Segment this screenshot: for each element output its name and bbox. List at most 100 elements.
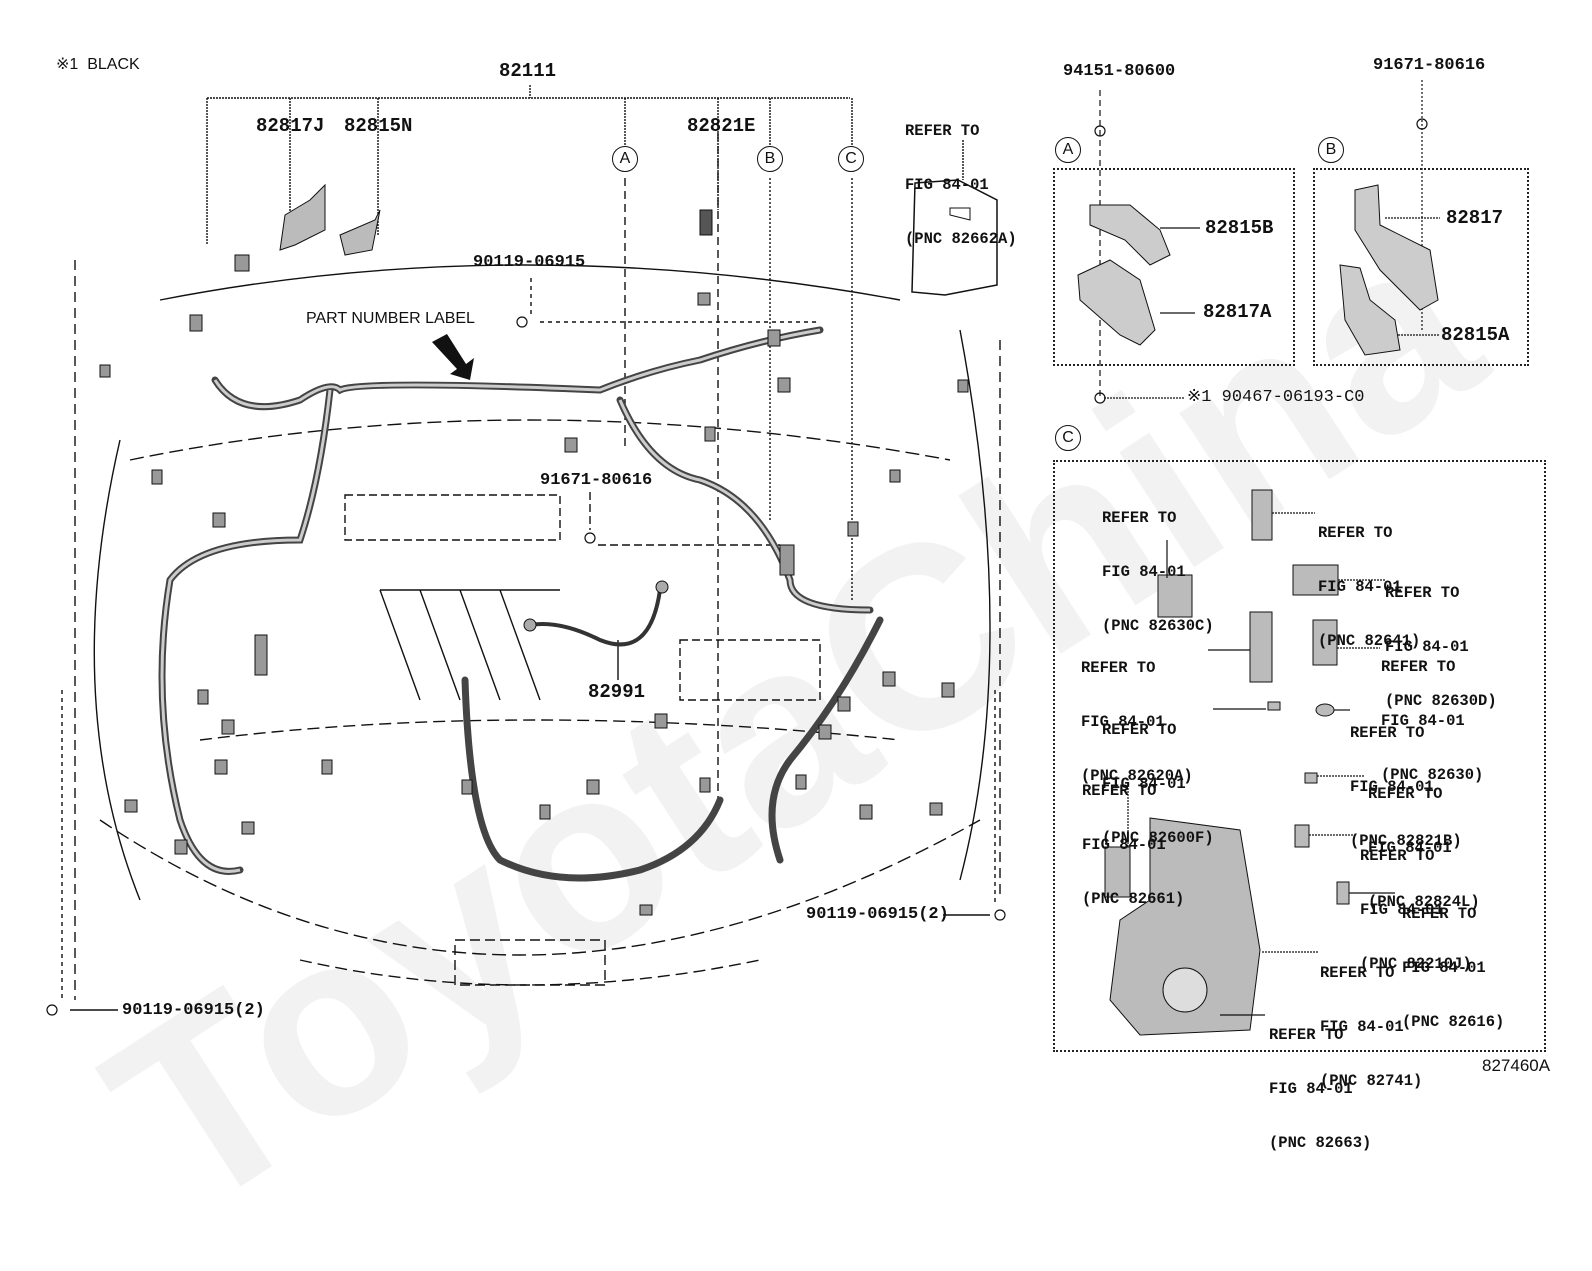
part-82815a-label[interactable]: 82815A [1441,324,1510,346]
connector-82600f [1267,701,1281,711]
car-grille [299,959,761,986]
bolt-icon [516,316,528,328]
ground-terminal [523,618,537,632]
detail-marker-c[interactable]: C [838,146,864,172]
part-82817a-label[interactable]: 82817A [1203,301,1272,323]
intake-runners [379,589,560,701]
bolt-icon [46,1004,58,1016]
part-82817j-label[interactable]: 82817J [256,115,325,137]
bracket-82815n [339,209,381,256]
figure-id: 827460A [1482,1056,1551,1075]
refer-82630d[interactable]: REFER TO FIG 84-01 (PNC 82630D) [1385,548,1497,728]
refer-line: REFER TO [1318,524,1393,542]
sensor-82821e [699,209,713,236]
refer-line: FIG 84-01 [905,176,989,194]
detail-c-circle: C [1055,425,1081,451]
refer-line: REFER TO [1269,1026,1344,1044]
cowl-line [159,264,901,301]
part-94151-label[interactable]: 94151-80600 [1063,62,1176,81]
refer-ecu-82662a[interactable]: REFER TO FIG 84-01 (PNC 82662A) [905,86,1017,266]
connector-82210j [1294,824,1310,848]
part-82815b [1089,204,1171,266]
refer-line: (PNC 82620A) [1081,767,1193,785]
refer-82616[interactable]: REFER TO FIG 84-01 (PNC 82616) [1402,869,1504,1049]
refer-line: FIG 84-01 [1102,775,1186,793]
connectors [99,254,969,916]
bolt-icon [994,909,1006,921]
part-82817-label[interactable]: 82817 [1446,207,1504,229]
refer-line: REFER TO [1350,724,1425,742]
refer-82741[interactable]: REFER TO FIG 84-01 (PNC 82741) [1320,928,1422,1108]
part-82815b-label[interactable]: 82815B [1205,217,1274,239]
refer-line: REFER TO [1385,584,1460,602]
refer-line: (PNC 82663) [1269,1134,1372,1152]
fuse-box-boss [1162,967,1208,1013]
refer-line: REFER TO [1102,721,1177,739]
part-90119-left-label[interactable]: 90119-06915(2) [122,1001,265,1020]
harness-inner [160,328,871,873]
part-82663-fuse-box [1109,817,1261,1036]
part-90119-right-label[interactable]: 90119-06915(2) [806,905,949,924]
refer-82210j[interactable]: REFER TO FIG 84-01 (PNC 82210J) [1360,811,1472,991]
engine-head [344,494,561,541]
connector-82630 [1312,619,1338,666]
refer-82600f[interactable]: REFER TO FIG 84-01 (PNC 82600F) [1102,685,1214,865]
refer-line: REFER TO [1102,509,1177,527]
leader-90119-top [530,278,820,323]
detail-b-box [1313,168,1529,366]
part-82821e-label[interactable]: 82821E [687,115,756,137]
connector-82641 [1251,489,1273,541]
part-number-label-text: PART NUMBER LABEL [306,310,475,327]
left-fender [93,439,141,901]
arrow-icon [432,334,474,380]
refer-line: FIG 84-01 [1269,1080,1353,1098]
leader-91671-mid [589,492,780,546]
refer-line: (PNC 82824L) [1368,893,1480,911]
harness [158,326,884,882]
connector-82824l [1304,772,1318,784]
line-art [46,80,1440,1036]
part-91671-b-label[interactable]: 91671-80616 [1373,56,1486,75]
refer-82630c[interactable]: REFER TO FIG 84-01 (PNC 82630C) [1102,473,1214,653]
part-82815n-label[interactable]: 82815N [344,115,413,137]
refer-line: FIG 84-01 [1081,713,1165,731]
refer-line: (PNC 82821B) [1350,832,1462,850]
note-black: ※1 BLACK [56,56,140,73]
refer-line: REFER TO [1082,782,1157,800]
part-82111-label[interactable]: 82111 [499,60,557,82]
part-82991-label[interactable]: 82991 [588,681,646,703]
detail-marker-a[interactable]: A [612,146,638,172]
refer-line: (PNC 82662A) [905,230,1017,248]
part-90467-label[interactable]: ※1 90467-06193-C0 [1187,388,1365,407]
bolt-icon [584,532,596,544]
refer-line: FIG 84-01 [1402,959,1486,977]
connector-82620a [1249,611,1273,683]
refer-82641[interactable]: REFER TO FIG 84-01 (PNC 82641) [1318,488,1420,668]
refer-82824l[interactable]: REFER TO FIG 84-01 (PNC 82824L) [1368,749,1480,929]
refer-82630[interactable]: REFER TO FIG 84-01 (PNC 82630) [1381,622,1483,802]
battery-area [679,639,821,701]
detail-c-box [1053,460,1546,1052]
refer-line: FIG 84-01 [1368,839,1452,857]
refer-line: REFER TO [1360,847,1435,865]
refer-line: (PNC 82641) [1318,632,1421,650]
front-member [199,719,901,741]
refer-82661[interactable]: REFER TO FIG 84-01 (PNC 82661) [1082,746,1184,926]
refer-line: FIG 84-01 [1102,563,1186,581]
refer-82620a[interactable]: REFER TO FIG 84-01 (PNC 82620A) [1081,623,1193,803]
refer-82821b[interactable]: REFER TO FIG 84-01 (PNC 82821B) [1350,688,1462,868]
radiator-support-line [129,419,951,461]
refer-line: FIG 84-01 [1385,638,1469,656]
refer-line: (PNC 82600F) [1102,829,1214,847]
leader-detail-b-parts [1385,217,1440,336]
detail-b-circle: B [1318,137,1344,163]
detail-marker-b[interactable]: B [757,146,783,172]
detail-a-circle: A [1055,137,1081,163]
part-90119-top-label[interactable]: 90119-06915 [473,253,586,272]
refer-82663[interactable]: REFER TO FIG 84-01 (PNC 82663) [1269,990,1371,1170]
refer-line: FIG 84-01 [1320,1018,1404,1036]
refer-line: (PNC 82210J) [1360,955,1472,973]
leader-detail-a-parts [1160,227,1200,314]
part-91671-mid-label[interactable]: 91671-80616 [540,471,653,490]
refer-line: FIG 84-01 [1350,778,1434,796]
